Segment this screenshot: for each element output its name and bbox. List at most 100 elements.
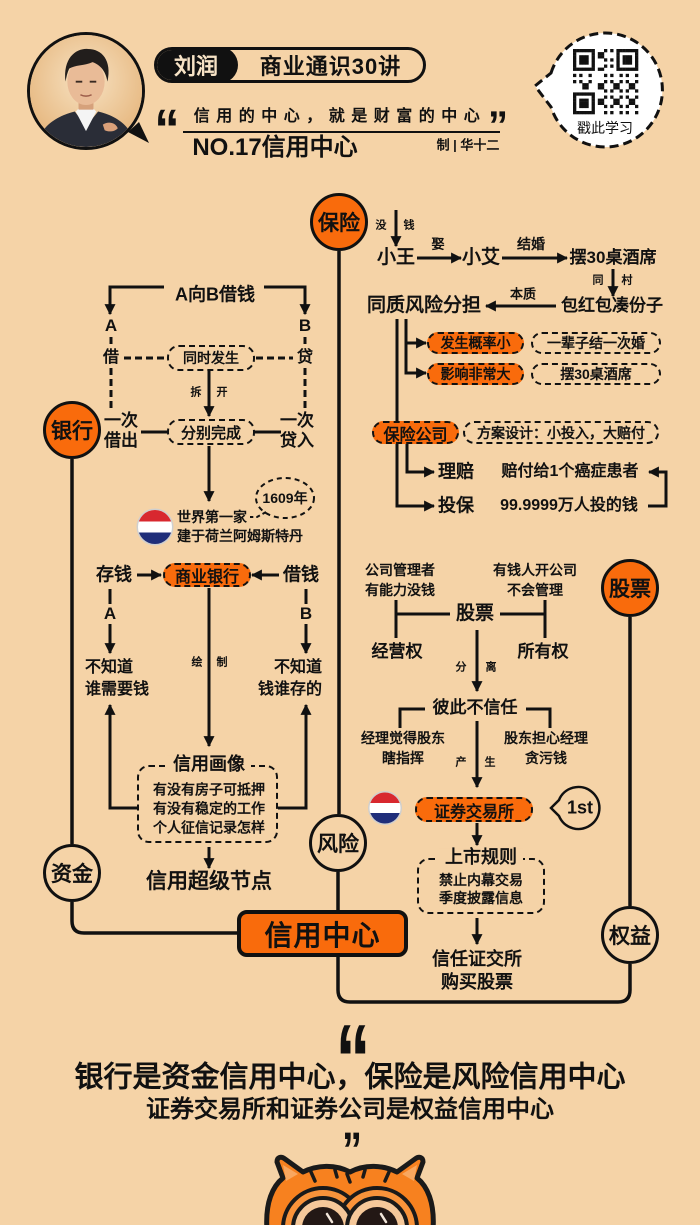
qr-module <box>600 67 605 71</box>
qr-module <box>585 86 589 90</box>
qr-module <box>591 107 595 112</box>
qr-module <box>628 86 633 90</box>
qr-module <box>582 55 586 59</box>
qr-module <box>625 58 629 62</box>
company-to-claim-arrow <box>405 444 436 478</box>
owner-note-line-1: 有钱人开公司 <box>493 562 577 578</box>
owl-pupil-left <box>302 1207 344 1225</box>
lend-label: 贷 <box>296 348 314 366</box>
party-b-label: B <box>298 316 312 336</box>
qr-module <box>610 49 614 53</box>
bride-label: 小艾 <box>461 247 501 269</box>
separation-label-1: 分 <box>455 661 467 674</box>
qr-module <box>619 111 623 115</box>
qr-module <box>619 104 623 109</box>
qr-module <box>628 83 633 87</box>
header-quote-close: ” <box>488 104 508 148</box>
qr-module <box>635 55 639 59</box>
no-money-label-2: 钱 <box>403 219 415 232</box>
trust-exchange-text: 信任证交所 购买股票 <box>432 948 522 994</box>
year-bubble-tail <box>250 511 267 518</box>
qr-module <box>579 49 583 53</box>
split-label-1: 拆 <box>190 386 202 399</box>
qr-module <box>635 95 639 99</box>
qr-module <box>585 55 589 59</box>
qr-module <box>582 104 586 109</box>
split-label-2: 开 <box>216 386 228 399</box>
qr-module <box>628 49 633 53</box>
qr-caption[interactable]: 戳此学习 <box>577 119 633 136</box>
qr-module <box>597 86 602 90</box>
qr-module <box>628 61 633 65</box>
qr-module <box>585 111 589 115</box>
qr-module <box>604 95 608 99</box>
netherlands-flag-icon <box>369 792 401 824</box>
produce-label-1: 产 <box>455 756 467 769</box>
borrow-bracket-right-arrow <box>264 285 311 316</box>
owner-view-line-2: 贪污钱 <box>525 750 567 766</box>
separation-label-2: 离 <box>485 661 497 674</box>
borrower-label: B <box>299 604 313 624</box>
risk-sharing-label: 同质风险分担 <box>366 295 482 317</box>
borrower-unknown-line-2: 钱谁存的 <box>257 681 322 698</box>
owner-note-line-2: 不会管理 <box>507 582 563 598</box>
manager-note-line-2: 有能力没钱 <box>365 582 435 598</box>
qr-module <box>616 98 620 102</box>
qr-module <box>579 111 583 115</box>
year-bubble <box>255 477 315 519</box>
qr-module <box>573 52 577 56</box>
qr-module <box>600 98 605 102</box>
village-label-1: 同 <box>592 274 604 287</box>
author-tag: 刘润 <box>157 50 238 80</box>
draw-label-2: 制 <box>216 656 228 669</box>
qr-code[interactable] <box>573 49 639 115</box>
qr-module <box>597 52 602 56</box>
depositor-unknown-text: 不知道 谁需要钱 <box>85 657 149 701</box>
risk-node: 风险 <box>309 814 367 872</box>
essence-label: 本质 <box>509 286 537 302</box>
village-label-2: 村 <box>621 274 633 287</box>
profile-to-depositor-arrow <box>104 703 138 810</box>
hub-to-equity-line <box>336 956 632 1004</box>
qr-module <box>610 111 614 115</box>
qr-module <box>625 80 629 84</box>
qr-module <box>604 64 608 68</box>
qr-module <box>582 49 586 53</box>
qr-module <box>622 49 626 53</box>
series-pill: 刘润 商业通识30讲 <box>154 47 426 83</box>
qr-module <box>600 55 605 59</box>
distrust-label: 彼此不信任 <box>432 698 518 718</box>
qr-module <box>619 95 623 99</box>
owner-view-line-1: 股东担心经理 <box>504 730 588 746</box>
qr-module <box>573 61 577 65</box>
qr-module <box>579 80 583 84</box>
claim-detail: 赔付给1个癌症患者 <box>501 462 639 480</box>
qr-module <box>588 80 592 84</box>
qr-module <box>619 80 623 84</box>
netherlands-flag-icon <box>138 510 172 544</box>
borrower-unknown-line-1: 不知道 <box>273 659 322 676</box>
qr-module <box>576 67 580 71</box>
wedding-label: 结婚 <box>517 235 545 252</box>
owner-bracket <box>500 600 547 638</box>
qr-module <box>604 73 608 78</box>
high-impact-box: 影响非常大 <box>427 363 524 385</box>
qr-module <box>585 104 589 109</box>
conclusion-quote-open: “ <box>335 1004 371 1116</box>
qr-module <box>635 67 639 71</box>
qr-module <box>600 86 605 90</box>
take-in-line-2: 贷入 <box>280 431 314 450</box>
owl-ear-right <box>402 1165 417 1181</box>
qr-module <box>616 83 620 87</box>
qr-module <box>628 101 633 105</box>
qr-module <box>591 92 595 96</box>
insurance-node: 保险 <box>310 193 368 251</box>
first-bank-line-1: 世界第一家 <box>177 509 247 525</box>
qr-module <box>582 92 586 96</box>
qr-module <box>582 83 586 87</box>
qr-module <box>579 55 583 59</box>
qr-module <box>628 55 633 59</box>
depositor-label: A <box>103 604 117 624</box>
qr-module <box>610 89 614 93</box>
